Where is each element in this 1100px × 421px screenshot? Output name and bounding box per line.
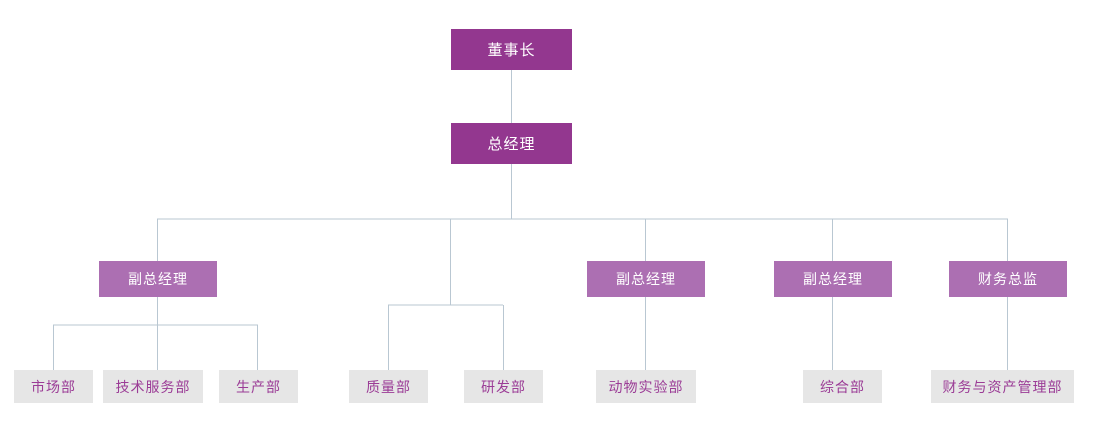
node-deputy-general-manager-1[interactable]: 副总经理	[99, 261, 217, 297]
node-department-general-affairs[interactable]: 综合部	[803, 370, 882, 403]
node-deputy-general-manager-3[interactable]: 副总经理	[774, 261, 892, 297]
node-chairman-label: 董事长	[487, 42, 536, 59]
node-department-rnd[interactable]: 研发部	[464, 370, 543, 403]
node-department-tech-service[interactable]: 技术服务部	[103, 370, 203, 403]
node-department-marketing-label: 市场部	[31, 378, 76, 395]
node-department-production[interactable]: 生产部	[219, 370, 298, 403]
node-department-animal-lab-label: 动物实验部	[608, 378, 684, 395]
node-department-quality[interactable]: 质量部	[349, 370, 428, 403]
node-department-rnd-label: 研发部	[481, 378, 526, 395]
node-department-finance-asset-label: 财务与资产管理部	[942, 378, 1063, 395]
node-chairman[interactable]: 董事长	[451, 29, 572, 70]
node-department-general-affairs-label: 综合部	[820, 378, 865, 395]
node-deputy-general-manager-1-label: 副总经理	[128, 271, 188, 287]
node-cfo[interactable]: 财务总监	[949, 261, 1067, 297]
node-department-animal-lab[interactable]: 动物实验部	[596, 370, 696, 403]
node-department-production-label: 生产部	[236, 378, 281, 395]
node-general-manager-label: 总经理	[487, 136, 536, 153]
node-deputy-general-manager-2-label: 副总经理	[616, 271, 676, 287]
node-department-marketing[interactable]: 市场部	[14, 370, 93, 403]
node-cfo-label: 财务总监	[978, 271, 1038, 287]
node-department-finance-asset[interactable]: 财务与资产管理部	[931, 370, 1074, 403]
node-deputy-general-manager-2[interactable]: 副总经理	[587, 261, 705, 297]
node-general-manager[interactable]: 总经理	[451, 123, 572, 164]
node-department-tech-service-label: 技术服务部	[115, 378, 191, 395]
node-department-quality-label: 质量部	[366, 378, 411, 395]
node-deputy-general-manager-3-label: 副总经理	[803, 271, 863, 287]
